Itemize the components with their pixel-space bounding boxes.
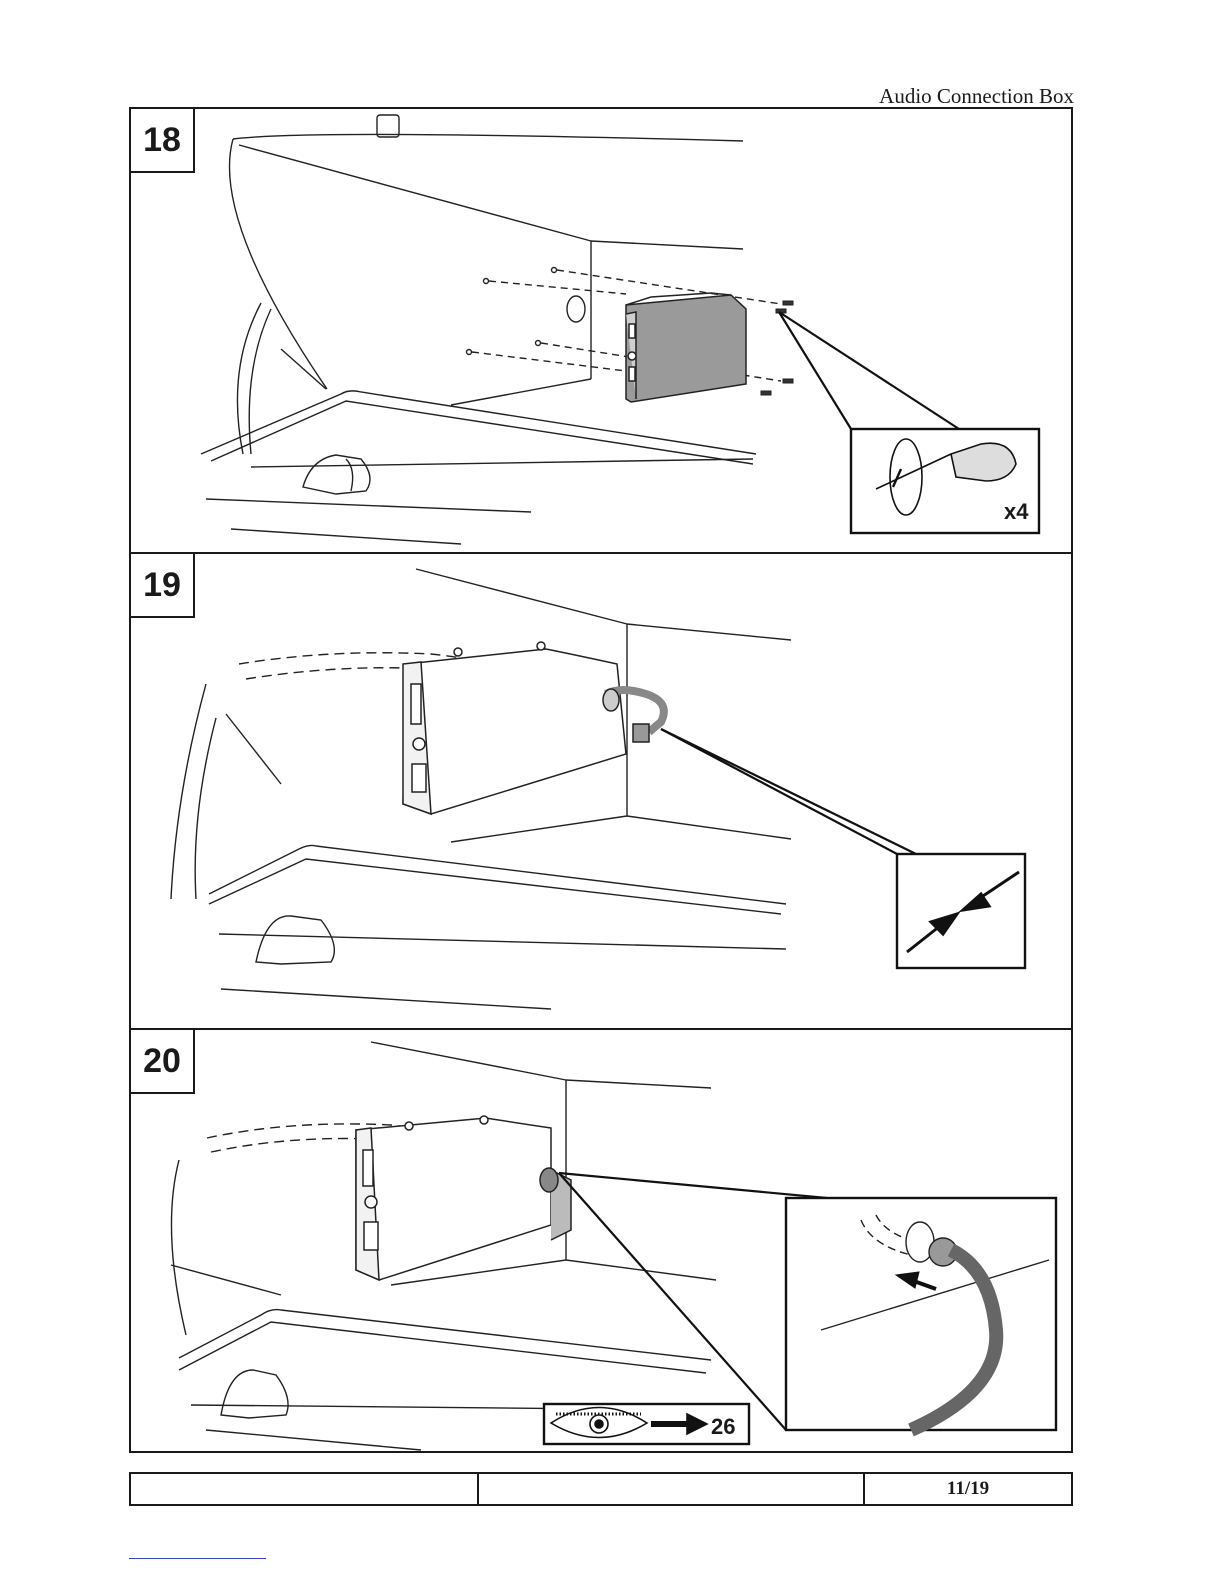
step-20-illustration — [131, 1030, 1071, 1453]
footer-cell-middle — [479, 1474, 865, 1504]
step-number-20: 20 — [131, 1030, 195, 1094]
step-18-panel: 18 x4 — [131, 109, 1071, 552]
step-number-19: 19 — [131, 554, 195, 618]
reference-page-label: 26 — [711, 1414, 735, 1440]
page-number: 11/19 — [865, 1474, 1071, 1504]
instruction-frame: 18 x4 — [129, 107, 1073, 1453]
footer-table: 11/19 — [129, 1472, 1073, 1506]
step-19-panel: 19 — [131, 554, 1071, 1028]
step-20-panel: 20 26 — [131, 1030, 1071, 1453]
quantity-label: x4 — [1004, 499, 1028, 525]
footer-cell-left — [131, 1474, 479, 1504]
step-number-18: 18 — [131, 109, 195, 173]
step-18-illustration — [131, 109, 1071, 552]
document-title: Audio Connection Box — [879, 84, 1074, 109]
bottom-rule — [129, 1558, 266, 1559]
step-19-illustration — [131, 554, 1071, 1028]
